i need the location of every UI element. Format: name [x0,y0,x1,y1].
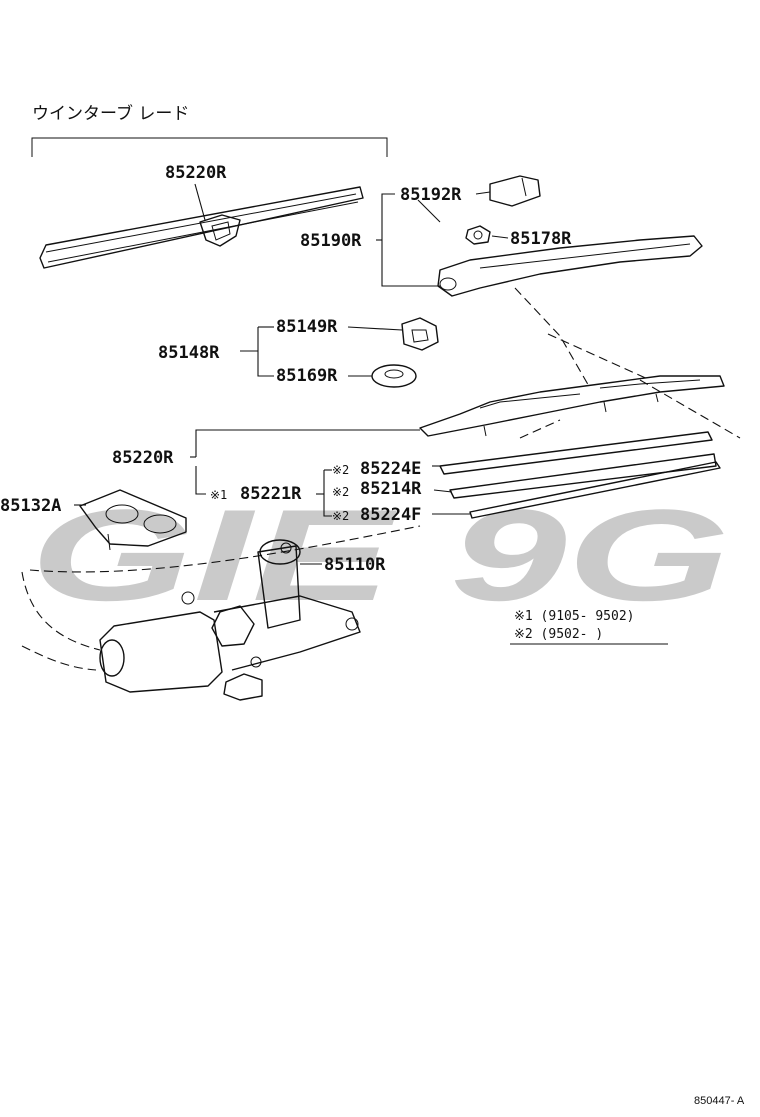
pivot-nut-drawing [401,317,439,351]
label-85221r: 85221R [240,484,302,504]
watermark: GIE 9G [30,482,730,628]
arm-nut-drawing [465,225,491,245]
label-85220r: 85220R [112,448,174,468]
pivot-washer-drawing [371,364,417,388]
winter-blade-bracket [31,137,388,157]
blade-frame-drawing [419,375,725,437]
mark-2-85214r: ※2 [332,485,349,499]
label-85214r: 85214R [360,479,422,499]
reference-marks: ※1 ※2 ※2 ※2 [210,463,349,523]
diagram-reference-code: 850447- A [694,1095,745,1107]
label-85178r: 85178R [510,229,572,249]
mark-2-85224f: ※2 [332,509,349,523]
label-85149r: 85149R [276,317,338,337]
label-85192r: 85192R [400,185,462,205]
label-85224e: 85224E [360,459,421,479]
arm-cap-drawing [489,175,541,207]
label-85148r: 85148R [158,343,220,363]
mark-2-85224e: ※2 [332,463,349,477]
label-85110r: 85110R [324,555,386,575]
label-85220r-winter: 85220R [165,163,227,183]
wiper-motor-drawing [99,539,361,701]
winter-blade-drawing [39,186,364,269]
blade-strips-drawing [439,431,721,519]
label-85132a: 85132A [0,496,61,516]
part-labels: 85220R 85192R 85190R 85178R 85149R 85148… [0,163,572,575]
motor-cover-drawing [79,489,187,551]
wiper-arm-drawing [437,235,703,297]
label-85224f: 85224F [360,505,421,525]
label-85169r: 85169R [276,366,338,386]
leader-lines [74,183,509,565]
note-1: ※1 (9105- 9502) [514,609,634,624]
note-2: ※2 (9502- ) [514,627,603,642]
watermark-text: GIE 9G [30,482,730,628]
notes: ※1 (9105- 9502) ※2 (9502- ) [510,609,668,645]
winter-blade-heading: ウインターブ レード [32,103,189,124]
dashed-lines [21,287,741,671]
label-85190r: 85190R [300,231,362,251]
mark-1-85221r: ※1 [210,488,227,502]
